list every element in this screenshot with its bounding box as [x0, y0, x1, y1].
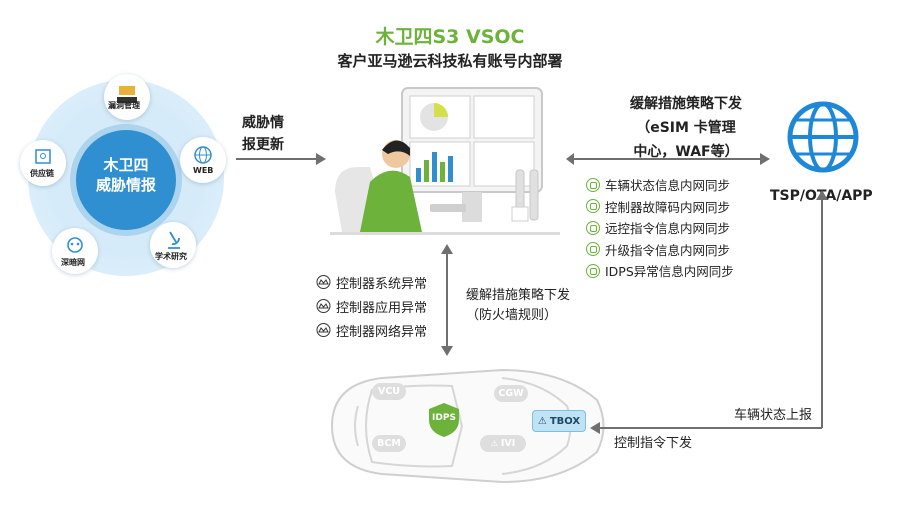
anomaly-label: 控制器应用异常 [336, 300, 428, 316]
sync-item-label: 车辆状态信息内网同步 [605, 178, 731, 194]
sync-item-label: 升级指令信息内网同步 [605, 242, 731, 258]
sync-item-label: 远控指令信息内网同步 [605, 221, 731, 237]
list-item: 远控指令信息内网同步 [586, 217, 734, 239]
sync-icon [586, 242, 600, 257]
sync-list: 车辆状态信息内网同步 控制器故障码内网同步 远控指令信息内网同步 升级指令信息内… [586, 174, 734, 282]
status-report-label: 车辆状态上报 [734, 408, 813, 423]
globe-icon [787, 101, 859, 173]
soc-workstation-illustration [330, 87, 560, 235]
threat-hub-center-label: 木卫四 威胁情报 [95, 156, 156, 194]
ecu-cgw: CGW [494, 385, 528, 402]
mask-icon [52, 228, 98, 274]
satellite-label-supply: 供应链 [30, 169, 54, 178]
threat-hub-center [76, 130, 176, 230]
sync-icon [586, 177, 600, 192]
crown-icon [316, 323, 331, 337]
idps-label: IDPS [432, 413, 456, 423]
supply-icon [20, 140, 66, 186]
ecu-ivi: ⚠IVI [480, 435, 526, 452]
globe-icon [180, 137, 226, 183]
policy-out-arrow [566, 153, 770, 165]
sync-item-label: IDPS异常信息内网同步 [605, 264, 734, 280]
anomaly-list: 控制器系统异常 控制器应用异常 控制器网络异常 [316, 270, 427, 342]
tbox-badge: ⚠TBOX [532, 410, 586, 432]
satellite-label-academic: 学术研究 [155, 252, 187, 261]
sync-icon [586, 220, 600, 235]
sync-item-label: 控制器故障码内网同步 [605, 199, 731, 215]
list-item: IDPS异常信息内网同步 [586, 260, 734, 282]
page-title: 木卫四S3 VSOC [375, 26, 525, 48]
page-subtitle: 客户亚马逊云科技私有账号内部署 [337, 52, 563, 70]
list-item: 控制器系统异常 [316, 270, 427, 294]
threat-update-label: 威胁情 报更新 [242, 115, 284, 153]
list-item: 控制器网络异常 [316, 318, 427, 342]
policy-out-label: 缓解措施策略下发 （eSIM 卡管理 中心，WAF等） [630, 96, 742, 160]
microscope-icon [150, 222, 196, 268]
sync-icon [586, 263, 600, 278]
anomaly-label: 控制器网络异常 [336, 324, 428, 340]
vertical-double-arrow [441, 244, 453, 356]
satellite-label-web: WEB [193, 166, 214, 175]
idps-shield-icon [429, 403, 459, 437]
sync-icon [586, 199, 600, 214]
ecu-vcu: VCU [372, 383, 406, 400]
ecu-bcm: BCM [372, 435, 406, 452]
ecu-ivi-label: IVI [500, 438, 516, 449]
list-item: 控制器应用异常 [316, 294, 427, 318]
threat-update-arrow [236, 153, 326, 165]
anomaly-label: 控制器系统异常 [336, 276, 428, 292]
list-item: 升级指令信息内网同步 [586, 239, 734, 261]
command-down-label: 控制指令下发 [614, 436, 693, 451]
tsp-vehicle-arrows [590, 190, 828, 434]
vuln-icon [104, 74, 150, 120]
crown-icon [316, 275, 331, 289]
warning-icon: ⚠ [490, 439, 498, 448]
warning-icon: ⚠ [537, 415, 547, 427]
list-item: 控制器故障码内网同步 [586, 196, 734, 218]
crown-icon [316, 299, 331, 313]
tbox-label: TBOX [549, 415, 581, 427]
satellite-label-darkweb: 深暗网 [61, 258, 85, 267]
list-item: 车辆状态信息内网同步 [586, 174, 734, 196]
satellite-label-vuln: 漏洞管理 [108, 101, 140, 110]
policy-firewall-label: 缓解措施策略下发 （防火墙规则） [466, 288, 571, 323]
